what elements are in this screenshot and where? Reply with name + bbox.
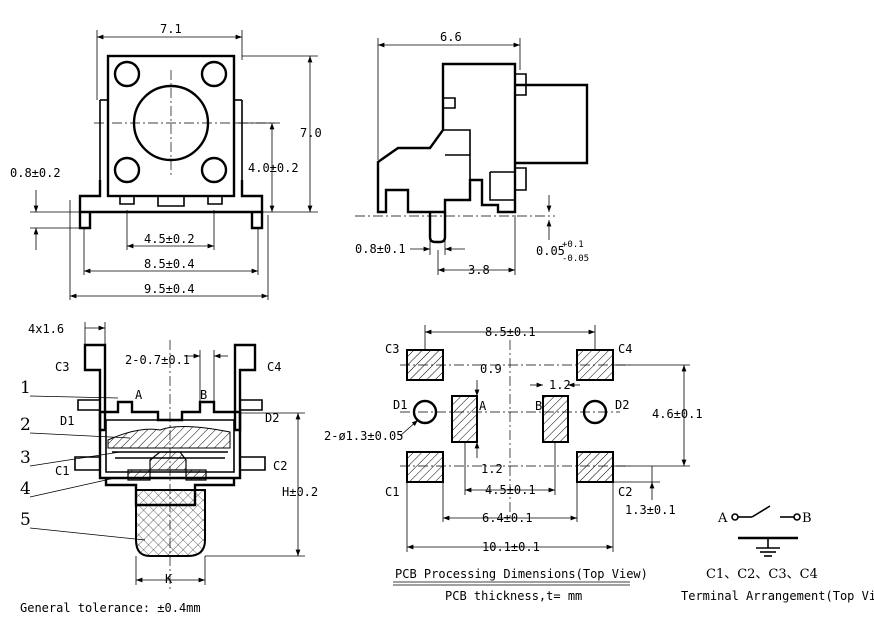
general-tolerance: General tolerance: ±0.4mm xyxy=(20,601,201,615)
dim-front-outer: 8.5±0.4 xyxy=(144,257,195,271)
dim-front-inner: 4.5±0.2 xyxy=(144,232,195,246)
pcb-title: PCB Processing Dimensions(Top View) xyxy=(395,567,648,581)
dim-section-key: K xyxy=(165,572,173,586)
pcb-pad-w: 1.2 xyxy=(549,378,571,392)
pcb-pitch-top: 8.5±0.1 xyxy=(485,325,536,339)
terminal-arrangement: A B C1、C2、C3、C4 Terminal Arrangement(Top… xyxy=(681,505,874,603)
pcb-c2: C2 xyxy=(618,485,632,499)
terminal-b: B xyxy=(802,511,812,526)
dim-section-pin: 4x1.6 xyxy=(28,322,64,336)
section-c3: C3 xyxy=(55,360,69,374)
dim-side-tol: 0.05 xyxy=(536,244,565,258)
section-c2: C2 xyxy=(273,459,287,473)
pcb-gap-top: 0.9 xyxy=(480,362,502,376)
part-5: 5 xyxy=(20,510,31,530)
pcb-c3: C3 xyxy=(385,342,399,356)
pcb-height: 4.6±0.1 xyxy=(652,407,703,421)
dim-front-height: 7.0 xyxy=(300,126,322,140)
part-2: 2 xyxy=(20,415,31,435)
pcb-d1: D1 xyxy=(393,398,407,412)
pcb-hole: 2-ø1.3±0.05 xyxy=(324,429,403,443)
pcb-d2: D2 xyxy=(615,398,629,412)
terminal-pins: C1、C2、C3、C4 xyxy=(706,567,818,582)
pcb-inner: 4.5±0.1 xyxy=(485,483,536,497)
terminal-title: Terminal Arrangement(Top View) xyxy=(681,589,874,603)
section-c1: C1 xyxy=(55,464,69,478)
dim-front-center: 4.0±0.2 xyxy=(248,161,299,175)
dim-front-offset: 0.8±0.2 xyxy=(10,166,61,180)
section-b: B xyxy=(200,388,207,402)
pcb-c4: C4 xyxy=(618,342,632,356)
dim-side-tol-minus: -0.05 xyxy=(562,254,589,264)
pcb-a: A xyxy=(479,399,487,413)
pcb-overall: 10.1±0.1 xyxy=(482,540,540,554)
dim-front-width: 7.1 xyxy=(160,22,182,36)
front-view: 7.1 7.0 4.0±0.2 0.8±0.2 xyxy=(10,22,322,300)
dim-side-tol-plus: +0.1 xyxy=(562,240,584,250)
pcb-b: B xyxy=(535,399,542,413)
side-view: 6.6 0.8±0.1 3.8 0.05 +0.1 -0.05 xyxy=(355,30,589,277)
pcb-c1: C1 xyxy=(385,485,399,499)
pcb-gap-bottom: 1.2 xyxy=(481,462,503,476)
pcb-thickness: PCB thickness,t= mm xyxy=(445,589,582,603)
dim-side-width: 6.6 xyxy=(440,30,462,44)
dim-section-hole: 2-0.7±0.1 xyxy=(125,353,190,367)
part-4: 4 xyxy=(20,479,31,499)
section-d1: D1 xyxy=(60,414,74,428)
pcb-offset: 1.3±0.1 xyxy=(625,503,676,517)
section-d2: D2 xyxy=(265,411,279,425)
terminal-a: A xyxy=(717,511,728,526)
section-view: 4x1.6 C3 C4 D1 D2 C1 C2 A B 2-0.7±0.1 xyxy=(20,322,318,615)
part-1: 1 xyxy=(20,378,31,398)
part-3: 3 xyxy=(20,448,31,468)
section-c4: C4 xyxy=(267,360,281,374)
pcb-view: 8.5±0.1 C3 C4 C1 C2 D1 D2 A B 0.9 1.2 1.… xyxy=(324,325,703,603)
section-a: A xyxy=(135,388,143,402)
dim-front-overall: 9.5±0.4 xyxy=(144,282,195,296)
dim-side-spacing: 3.8 xyxy=(468,263,490,277)
dim-side-pin: 0.8±0.1 xyxy=(355,242,406,256)
dim-section-height: H±0.2 xyxy=(282,485,318,499)
pcb-mid: 6.4±0.1 xyxy=(482,511,533,525)
